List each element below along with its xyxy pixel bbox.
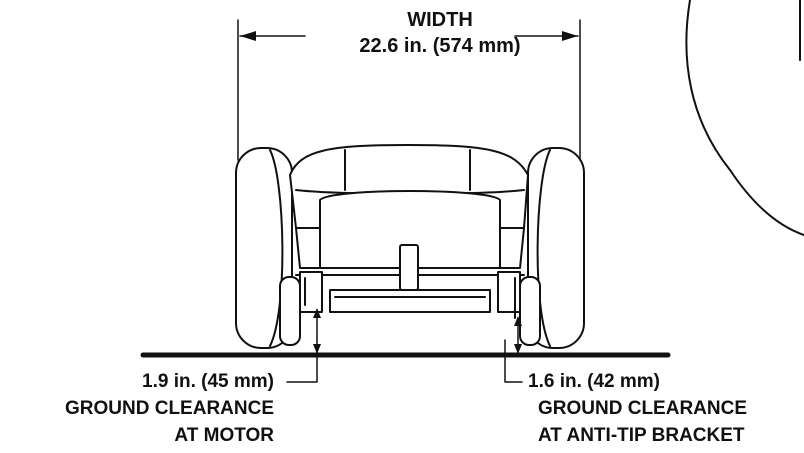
left-wheel	[235, 147, 301, 349]
anti-tip-bracket-right	[497, 271, 521, 319]
antitip-clearance-line2: AT ANTI-TIP BRACKET	[538, 425, 745, 446]
seat-body	[289, 144, 529, 276]
motor-clearance-arrows	[286, 308, 321, 383]
antitip-clearance-arrows	[504, 316, 523, 383]
motor-left	[299, 271, 323, 313]
antitip-clearance-line1: GROUND CLEARANCE	[538, 398, 747, 419]
right-wheel	[519, 147, 585, 349]
center-post	[329, 244, 491, 313]
width-title: WIDTH	[407, 9, 473, 31]
motor-clearance-line2: AT MOTOR	[174, 425, 274, 446]
antitip-clearance-value: 1.6 in. (42 mm)	[528, 371, 660, 392]
motor-clearance-value: 1.9 in. (45 mm)	[142, 371, 274, 392]
width-dimension-line	[237, 19, 581, 161]
width-value: 22.6 in. (574 mm)	[359, 35, 521, 57]
motor-clearance-line1: GROUND CLEARANCE	[65, 398, 274, 419]
detail-circle-callout	[685, 0, 804, 236]
